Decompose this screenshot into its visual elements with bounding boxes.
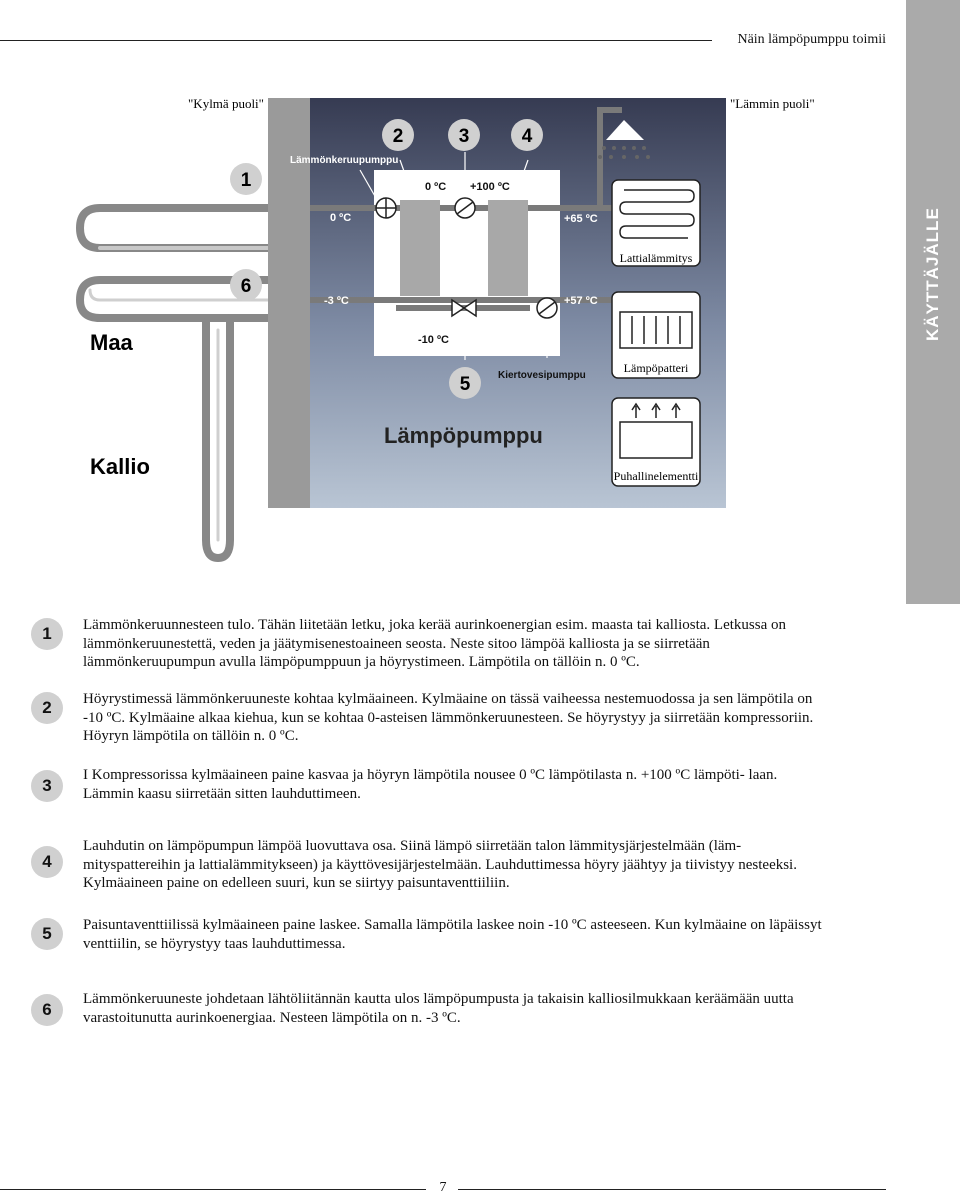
marker-5: 5 <box>460 374 471 395</box>
heat-pump-diagram: "Kylmä puoli" "Lämmin puoli" <box>0 90 906 610</box>
side-tab-label: KÄYTTÄJÄLLE <box>923 207 943 341</box>
brine-pump-label: Lämmönkeruupumppu <box>290 155 398 166</box>
floor-heating-icon <box>611 179 701 267</box>
expansion-valve-symbol <box>451 298 477 318</box>
temp-inlet: 0 ºC <box>330 212 351 224</box>
radiator-label: Lämpöpatteri <box>624 361 689 375</box>
step-text: Lauhdutin on lämpöpumpun lämpöä luovutta… <box>83 838 797 892</box>
page-header-title: Näin lämpöpumppu toimii <box>737 32 886 47</box>
step-number: 1 <box>31 618 63 650</box>
rock-label: Kallio <box>90 454 150 479</box>
header-rule <box>0 40 712 41</box>
fan-coil-label: Puhallinelementti <box>614 469 699 483</box>
step-text: I Kompressorissa kylmäaineen paine kasva… <box>83 767 778 802</box>
warm-side-label: "Lämmin puoli" <box>730 96 815 111</box>
temp-supply: +65 ºC <box>564 213 598 225</box>
pump-title: Lämpöpumppu <box>384 423 543 448</box>
step-number: 6 <box>31 994 63 1026</box>
marker-4-circle <box>511 119 543 151</box>
diagram-svg: "Kylmä puoli" "Lämmin puoli" <box>75 96 815 563</box>
marker-6-circle <box>230 269 262 301</box>
marker-3: 3 <box>459 126 470 147</box>
marker-1-circle <box>230 163 262 195</box>
marker-5-circle <box>449 367 481 399</box>
ground-coils <box>75 204 314 563</box>
step-number: 3 <box>31 770 63 802</box>
temp-expansion: -10 ºC <box>418 334 449 346</box>
house-wall <box>268 98 310 508</box>
side-tab <box>906 0 960 604</box>
shower-icon <box>598 120 650 159</box>
temp-comp-out: +100 ºC <box>470 181 510 193</box>
temp-return: +57 ºC <box>564 295 598 307</box>
marker-2: 2 <box>393 126 404 147</box>
step-text: Lämmönkeruuneste johdetaan lähtöliitännä… <box>83 991 794 1026</box>
footer-rule-left <box>0 1189 426 1190</box>
radiator-icon <box>611 291 701 379</box>
ground-label: Maa <box>90 330 134 355</box>
step-text: Lämmönkeruunnesteen tulo. Tähän liitetää… <box>83 617 786 671</box>
circulation-pump-label: Kiertovesipumppu <box>498 370 586 381</box>
compressor-symbol <box>454 197 476 219</box>
circulation-pump-symbol <box>536 297 558 319</box>
step-text: Höyrystimessä lämmönkeruuneste kohtaa ky… <box>83 691 814 745</box>
fan-coil-icon <box>611 397 701 487</box>
brine-pump-symbol <box>375 197 397 219</box>
marker-4: 4 <box>522 126 533 147</box>
page-number: 7 <box>439 1180 447 1195</box>
marker-1: 1 <box>241 170 252 191</box>
step-number: 4 <box>31 846 63 878</box>
marker-3-circle <box>448 119 480 151</box>
marker-2-circle <box>382 119 414 151</box>
step-number: 2 <box>31 692 63 724</box>
cold-side-label: "Kylmä puoli" <box>188 96 264 111</box>
temp-evap-top: 0 ºC <box>425 181 446 193</box>
leader-lines <box>359 152 548 360</box>
step-number: 5 <box>31 918 63 950</box>
ground-coils-highlight <box>88 288 270 542</box>
step-text: Paisuntaventtiilissä kylmäaineen paine l… <box>83 917 822 952</box>
condenser <box>488 200 528 296</box>
evaporator <box>400 200 440 296</box>
floor-heating-label: Lattialämmitys <box>620 251 693 265</box>
footer-rule-right <box>458 1189 886 1190</box>
marker-6: 6 <box>241 276 252 297</box>
temp-outlet: -3 ºC <box>324 295 349 307</box>
